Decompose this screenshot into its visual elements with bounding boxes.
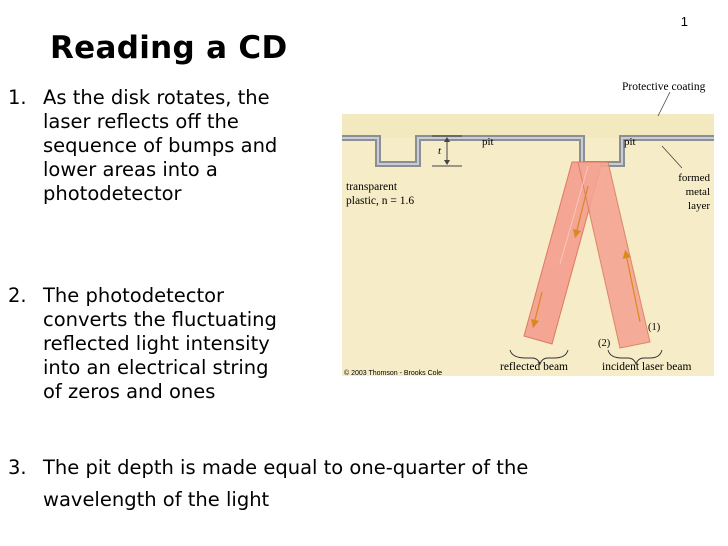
- slide-title: Reading a CD: [50, 30, 288, 66]
- bullet-point-2: 2. The photodetector converts the fluctu…: [8, 284, 338, 434]
- bullet-point-1: 1. As the disk rotates, the laser reflec…: [8, 86, 338, 216]
- diagram-svg: Protective coating pit pit t transparent…: [342, 81, 714, 377]
- ray-1-label: (1): [648, 322, 661, 333]
- bullet-text: The photodetector converts the fluctuati…: [43, 284, 277, 403]
- pit-label-right: pit: [624, 136, 636, 148]
- plastic-label-line2: plastic, n = 1.6: [346, 195, 414, 207]
- coating-leader: [657, 91, 671, 117]
- pit-label-left: pit: [482, 136, 494, 148]
- metal-label-line2: metal: [686, 186, 710, 198]
- protective-coating-label: Protective coating: [622, 81, 706, 93]
- beam-overlap-line: [559, 165, 589, 265]
- protective-coating-layer: [342, 114, 714, 138]
- bullet-number: 2.: [8, 284, 27, 307]
- metal-label-line3: layer: [688, 200, 710, 212]
- bullet-text: The pit depth is made equal to one-quart…: [43, 456, 529, 511]
- bullet-number: 1.: [8, 86, 27, 109]
- plastic-label-line1: transparent: [346, 181, 398, 193]
- bullet-number: 3.: [8, 456, 27, 479]
- incident-direction-arrow: [622, 249, 641, 323]
- slide-number: 1: [680, 14, 688, 29]
- cd-reading-diagram: Protective coating pit pit t transparent…: [330, 74, 728, 384]
- metal-label-line1: formed: [678, 172, 710, 184]
- metal-leader: [661, 145, 683, 169]
- ray-2-label: (2): [598, 338, 611, 349]
- copyright-label: © 2003 Thomson - Brooks Cole: [344, 369, 442, 377]
- incident-beam-brace: [607, 349, 663, 366]
- depth-symbol: t: [438, 145, 442, 157]
- bullet-text: As the disk rotates, the laser reflects …: [43, 86, 278, 205]
- bullet-point-3: 3. The pit depth is made equal to one-qu…: [8, 456, 708, 526]
- incident-beam-label: incident laser beam: [602, 361, 691, 373]
- incident-beam-shape: [577, 161, 651, 349]
- metal-layer-highlight: [342, 137, 714, 165]
- reflected-direction-arrow-upper: [572, 185, 589, 239]
- reflected-beam-brace: [509, 349, 569, 366]
- reflected-beam-label: reflected beam: [500, 361, 568, 373]
- reflected-direction-arrow-lower: [530, 291, 543, 329]
